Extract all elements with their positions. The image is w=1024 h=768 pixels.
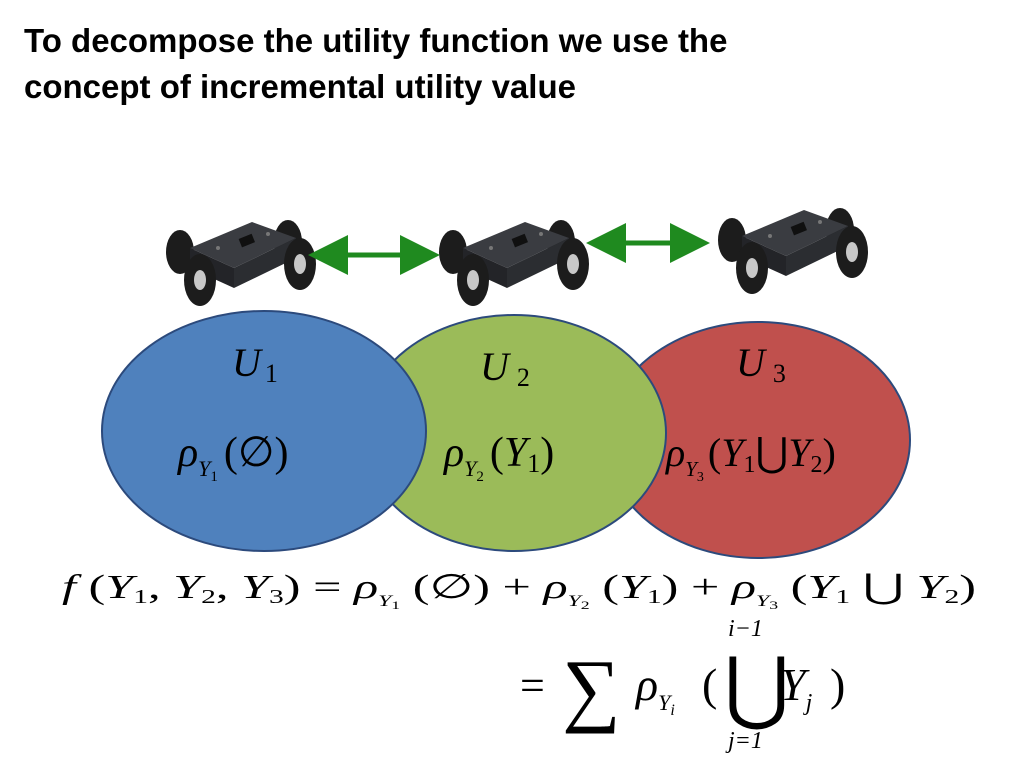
rho-term: ρYi <box>634 659 675 719</box>
robot-2-icon <box>439 220 589 306</box>
union-lower-limit: j=1 <box>725 728 763 754</box>
rho-expression-3: ρY3(Y1⋃Y2) <box>664 430 836 485</box>
summation-sign: ∑ <box>562 643 620 734</box>
equals-sign: = <box>520 661 545 710</box>
slide-title: To decompose the utility function we use… <box>24 18 984 110</box>
slide-title-line-1: To decompose the utility function we use… <box>24 22 728 59</box>
big-union: ⋃ <box>724 644 790 732</box>
slide-title-line-2: concept of incremental utility value <box>24 68 576 105</box>
utility-circle-1 <box>101 310 427 552</box>
robot-1-icon <box>166 220 316 306</box>
open-paren: ( <box>702 659 717 710</box>
robot-3-icon <box>718 208 868 294</box>
rho-expression-1: ρY1(∅) <box>176 430 288 485</box>
close-paren: ) <box>830 659 845 710</box>
y-term: Yj <box>780 659 813 716</box>
summation-equation: = ∑ ρYi ( ⋃ i−1 j=1 Yj ) <box>520 616 845 754</box>
union-upper-limit: i−1 <box>728 616 763 642</box>
rho-expression-2: ρY2(Y1) <box>442 430 554 485</box>
